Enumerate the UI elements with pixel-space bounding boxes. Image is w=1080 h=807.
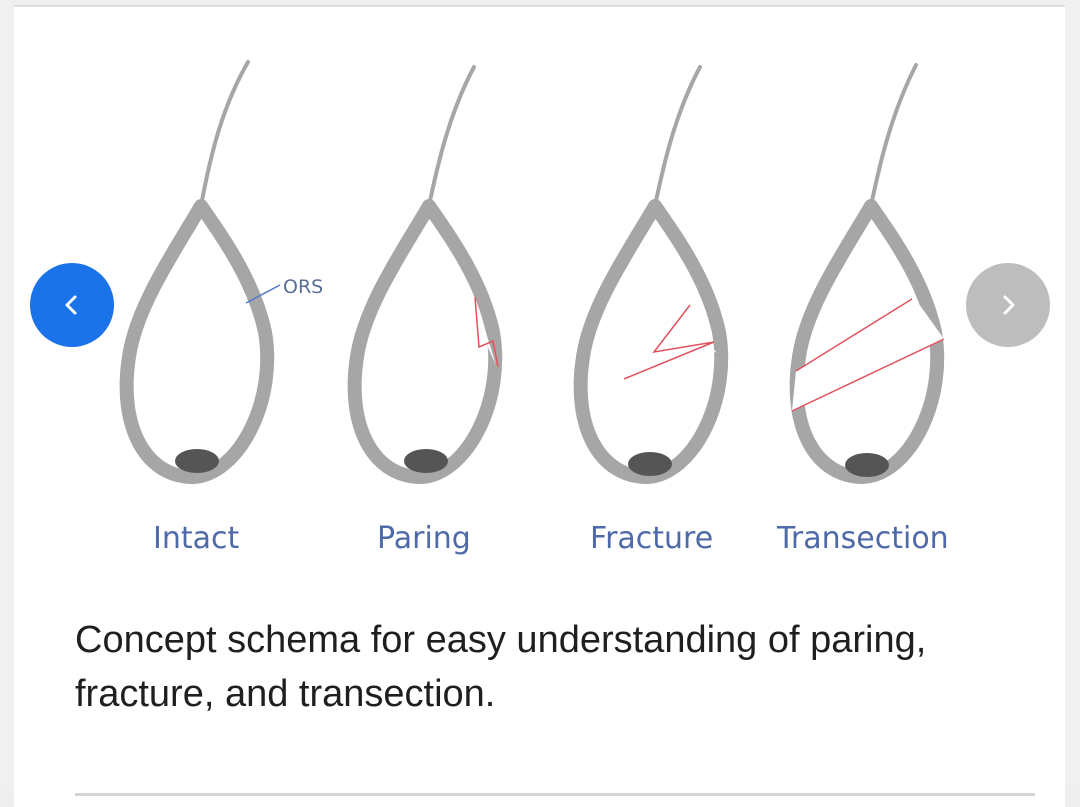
papilla-transection xyxy=(845,453,889,477)
follicle-paring xyxy=(347,65,503,484)
figure-caption: Concept schema for easy understanding of… xyxy=(75,619,927,715)
ors-pointer-line xyxy=(245,284,281,304)
paring-cut xyxy=(468,296,499,368)
label-fracture: Fracture xyxy=(590,521,713,556)
follicle-schema: ORS xyxy=(119,60,949,556)
figure-image: ORS xyxy=(14,7,1065,587)
transection-cut xyxy=(791,297,945,412)
papilla-paring xyxy=(404,449,448,473)
fracture-cut xyxy=(620,297,716,380)
papilla-fracture xyxy=(628,452,672,476)
carousel-next-button[interactable] xyxy=(966,263,1050,347)
label-transection: Transection xyxy=(776,521,949,556)
divider xyxy=(75,793,1035,796)
follicle-fracture xyxy=(573,65,729,484)
follicle-intact xyxy=(119,60,275,484)
page: ORS xyxy=(14,5,1065,807)
chevron-right-icon xyxy=(1003,295,1015,315)
papilla-intact xyxy=(175,449,219,473)
chevron-left-icon xyxy=(65,295,77,315)
ors-label: ORS xyxy=(283,276,323,298)
carousel-prev-button[interactable] xyxy=(30,263,114,347)
label-intact: Intact xyxy=(153,521,240,556)
figure-card: ORS xyxy=(14,5,1065,807)
follicle-transection xyxy=(789,63,945,484)
label-paring: Paring xyxy=(377,521,471,556)
